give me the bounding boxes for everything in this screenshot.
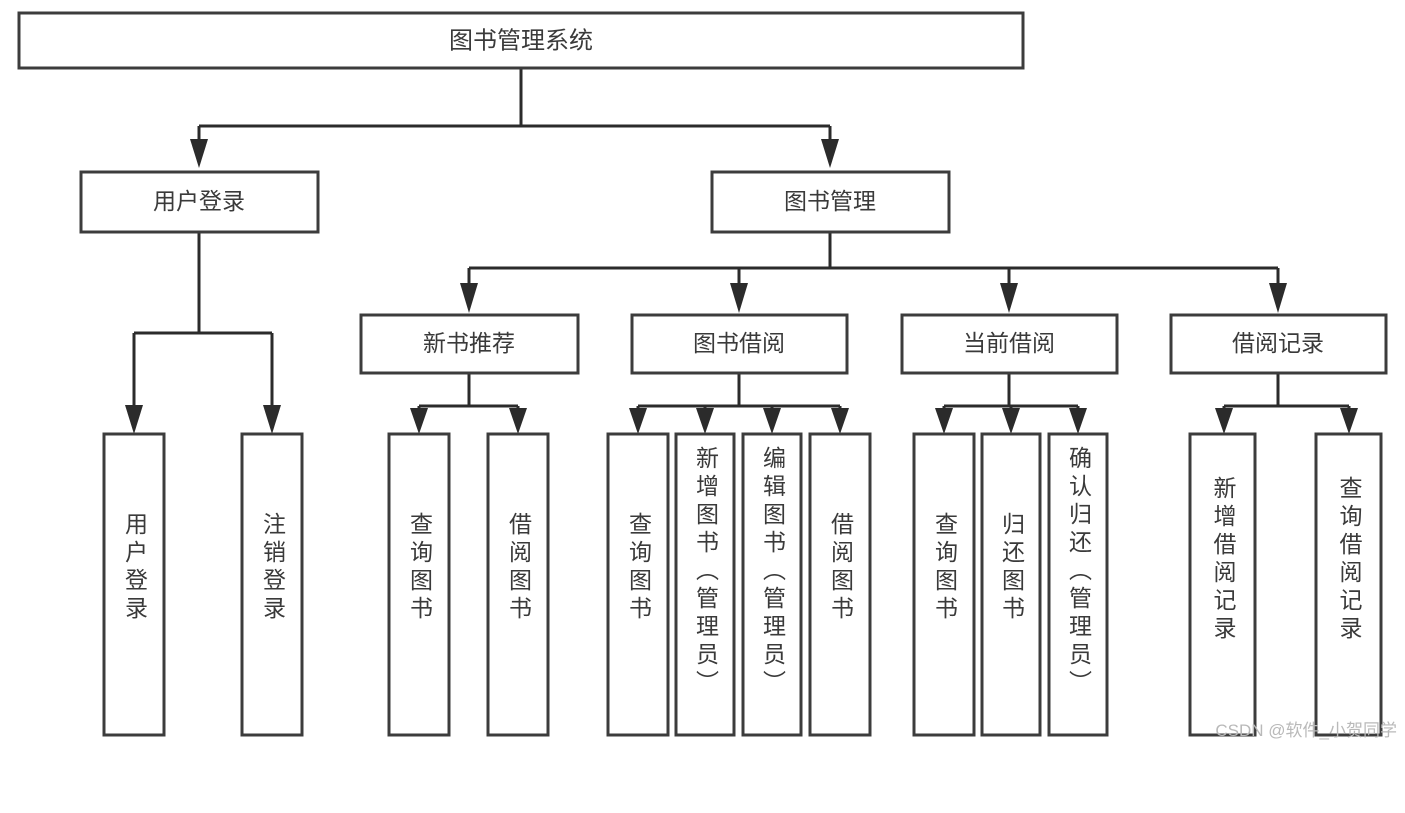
node-borrow-record-box[interactable] [1169,313,1388,375]
node-book-manage-box[interactable] [710,170,951,234]
connector-group [125,68,1358,434]
leaf-borrow-book-2-box[interactable] [808,432,872,737]
arrow-head-leaf-query-book-1 [410,408,428,434]
leaf-user-login-box[interactable] [102,432,166,737]
arrow-head-borrow-record [1269,283,1287,313]
arrow-head-leaf-return-book [1002,408,1020,434]
arrow-head-book-borrow [730,283,748,313]
leaf-add-record-box[interactable] [1188,432,1257,737]
leaf-add-book-box[interactable] [674,432,736,737]
arrow-head-leaf-borrow-book-1 [509,408,527,434]
leaf-boxes-group [102,432,1383,737]
leaf-edit-book-box[interactable] [741,432,803,737]
arrow-head-book-manage [821,139,839,168]
leaf-query-book-1-box[interactable] [387,432,451,737]
leaf-confirm-return-box[interactable] [1047,432,1109,737]
flowchart-svg: 图书管理系统 用户登录 图书管理 新书推荐 图书借阅 当前借阅 借阅记录 [17,11,1388,737]
node-user-login[interactable]: 用户登录 [79,170,320,234]
node-current-borrow-box[interactable] [900,313,1119,375]
leaf-query-book-3-box[interactable] [912,432,976,737]
arrow-head-user-login [190,139,208,168]
diagram-canvas: 图书管理系统 用户登录 图书管理 新书推荐 图书借阅 当前借阅 借阅记录 [17,11,1397,740]
arrow-head-leaf-edit-book [763,408,781,434]
node-root-label: 图书管理系统 [449,27,593,54]
node-book-borrow[interactable]: 图书借阅 [630,313,849,375]
node-user-login-label: 用户登录 [153,188,245,214]
arrow-head-leaf-add-record [1215,408,1233,434]
node-new-book-recommend[interactable]: 新书推荐 [359,313,580,375]
arrow-head-leaf-user-logout [263,405,281,434]
node-user-login-box[interactable] [79,170,320,234]
node-book-borrow-label: 图书借阅 [693,330,785,356]
node-book-borrow-box[interactable] [630,313,849,375]
leaf-borrow-book-1-box[interactable] [486,432,550,737]
arrow-head-leaf-query-book-3 [935,408,953,434]
node-borrow-record[interactable]: 借阅记录 [1169,313,1388,375]
arrow-head-leaf-query-record [1340,408,1358,434]
node-borrow-record-label: 借阅记录 [1232,330,1324,356]
arrow-head-leaf-confirm-return [1069,408,1087,434]
node-root[interactable]: 图书管理系统 [17,11,1025,70]
leaf-query-record-box[interactable] [1314,432,1383,737]
node-new-book-recommend-box[interactable] [359,313,580,375]
node-book-manage[interactable]: 图书管理 [710,170,951,234]
leaf-return-book-box[interactable] [980,432,1042,737]
leaf-query-book-2-box[interactable] [606,432,670,737]
node-root-box[interactable] [17,11,1025,70]
arrow-head-leaf-user-login [125,405,143,434]
arrow-head-leaf-borrow-book-2 [831,408,849,434]
arrow-head-new-book-recommend [460,283,478,313]
arrow-head-leaf-add-book [696,408,714,434]
node-book-manage-label: 图书管理 [784,188,876,214]
node-new-book-recommend-label: 新书推荐 [423,330,515,356]
node-current-borrow-label: 当前借阅 [963,330,1055,356]
arrow-head-current-borrow [1000,283,1018,313]
node-current-borrow[interactable]: 当前借阅 [900,313,1119,375]
leaf-user-logout-box[interactable] [240,432,304,737]
arrow-head-leaf-query-book-2 [629,408,647,434]
